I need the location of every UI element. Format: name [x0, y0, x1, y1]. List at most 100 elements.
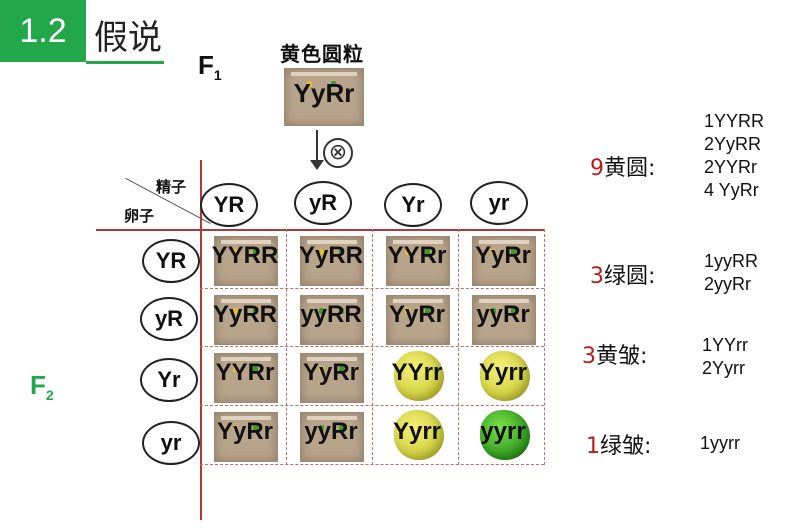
punnett-cell: yyRR — [290, 291, 372, 347]
ratio-phenotype: 绿圆 — [604, 264, 649, 289]
cell-genotype: YYRr — [215, 359, 275, 386]
gamete-label: YR — [155, 248, 187, 273]
cell-genotype: YyRR — [298, 242, 364, 269]
gamete-label: Yr — [157, 367, 181, 392]
yellow-wrinkled-seed-icon — [394, 410, 444, 460]
ratio-phenotype: 绿皱 — [600, 434, 645, 459]
section-number-badge: 1.2 — [0, 0, 86, 62]
cell-genotype: Yyrr — [478, 359, 528, 386]
yellow-round-seed-icon — [300, 353, 364, 403]
ratio-yellow-wrinkled: 3黄皱: — [582, 338, 647, 370]
genotype-item: 1yyRR — [704, 251, 759, 271]
cell-genotype: Yyrr — [392, 418, 442, 445]
yellow-round-seed-icon — [214, 353, 278, 403]
cell-genotype: yyRr — [476, 301, 530, 328]
green-round-seed-icon — [300, 295, 364, 345]
green-wrinkled-seed-icon — [480, 410, 530, 460]
yellow-wrinkled-seed-icon — [480, 351, 530, 401]
cross-arrow-line — [316, 130, 318, 164]
yellow-round-seed-icon — [386, 236, 450, 286]
ratio-count: 3 — [590, 264, 604, 289]
ratio-count: 3 — [582, 344, 596, 369]
parent-phenotype: 黄色圆粒 — [280, 44, 364, 66]
ratio-count: 1 — [586, 434, 600, 459]
punnett-cell: yyRr — [290, 408, 372, 464]
egg-gamete: Yr — [140, 358, 198, 402]
f1-sub: 1 — [213, 67, 222, 84]
egg-gamete: YR — [142, 239, 200, 283]
cross-arrow-head — [310, 160, 324, 170]
cell-genotype: yyrr — [480, 418, 526, 445]
grid-axis-vertical — [200, 160, 202, 520]
punnett-cell: YyRr — [204, 408, 286, 464]
cell-genotype: YYRr — [387, 242, 447, 269]
yellow-round-seed-icon — [300, 236, 364, 286]
gamete-label: yr — [488, 190, 510, 215]
gamete-label: YR — [213, 192, 245, 217]
genotype-item: 1YYRR — [704, 111, 765, 131]
grid-line — [286, 229, 287, 465]
grid-line — [458, 229, 459, 465]
ratio-colon: : — [648, 156, 656, 181]
f1-letter: F — [198, 50, 214, 80]
cell-genotype: YyRR — [212, 301, 278, 328]
f2-label: F2 — [30, 370, 54, 403]
punnett-cell: YyRR — [290, 232, 372, 288]
ratio-green-round: 3绿圆: — [590, 258, 655, 290]
sperm-gamete: yR — [294, 181, 352, 225]
genotype-item: 1yyrr — [700, 433, 740, 453]
punnett-cell: YyRR — [204, 291, 286, 347]
cell-genotype: YyRr — [302, 359, 360, 386]
section-title: 假说 — [94, 18, 162, 58]
ratio-colon: : — [640, 344, 648, 369]
gamete-label: yr — [160, 430, 182, 455]
ratio-phenotype: 黄皱 — [596, 344, 641, 369]
genotype-item: 2yyRr — [704, 274, 752, 294]
genotype-item: 2YyRR — [704, 134, 762, 154]
genotype-item: 2YYRr — [704, 157, 758, 177]
punnett-cell: YYRR — [204, 232, 286, 288]
cell-genotype: yyRR — [300, 301, 362, 328]
punnett-cell: YYRr — [376, 232, 458, 288]
ratio-count: 9 — [590, 156, 604, 181]
parent-seed-image — [284, 68, 364, 126]
egg-label: 卵子 — [124, 208, 155, 225]
egg-gamete: yR — [140, 297, 198, 341]
genotype-list-green-round: 1yyRR 2yyRr — [704, 250, 758, 296]
genotype-item: 1YYrr — [702, 335, 749, 355]
genotype-item: 4 YyRr — [704, 180, 759, 200]
sperm-gamete: yr — [470, 181, 528, 225]
self-cross-icon: ⊗ — [323, 138, 353, 168]
f1-label: F1 — [198, 50, 222, 83]
gamete-label: yR — [308, 190, 338, 215]
cell-genotype: YYrr — [391, 359, 443, 386]
cell-genotype: YyRr — [388, 301, 446, 328]
section-number: 1.2 — [19, 11, 67, 50]
yellow-round-seed-icon — [386, 295, 450, 345]
cell-genotype: YYRR — [211, 242, 279, 269]
punnett-cell: Yyrr — [376, 408, 458, 464]
sperm-label: 精子 — [156, 179, 187, 196]
punnett-cell: yyrr — [462, 408, 544, 464]
gamete-label: yR — [154, 306, 184, 331]
punnett-cell: YyRr — [462, 232, 544, 288]
grid-line — [544, 229, 545, 465]
ratio-yellow-round: 9黄圆: — [590, 150, 655, 182]
yellow-round-seed-icon — [214, 412, 278, 462]
green-round-seed-icon — [300, 412, 364, 462]
punnett-cell: YyRr — [376, 291, 458, 347]
title-underline — [86, 61, 164, 64]
punnett-cell: yyRr — [462, 291, 544, 347]
punnett-cell: YyRr — [290, 349, 372, 405]
genotype-list-green-wrinkled: 1yyrr — [700, 432, 740, 455]
grid-axis-horizontal — [96, 229, 544, 231]
cell-genotype: yyRr — [304, 418, 358, 445]
yellow-round-seed-icon — [472, 236, 536, 286]
egg-gamete: yr — [142, 421, 200, 465]
grid-line — [372, 229, 373, 465]
cell-genotype: YyRr — [474, 242, 532, 269]
ratio-green-wrinkled: 1绿皱: — [586, 428, 651, 460]
ratio-phenotype: 黄圆 — [604, 156, 649, 181]
ratio-colon: : — [648, 264, 656, 289]
gamete-label: Yr — [401, 192, 425, 217]
